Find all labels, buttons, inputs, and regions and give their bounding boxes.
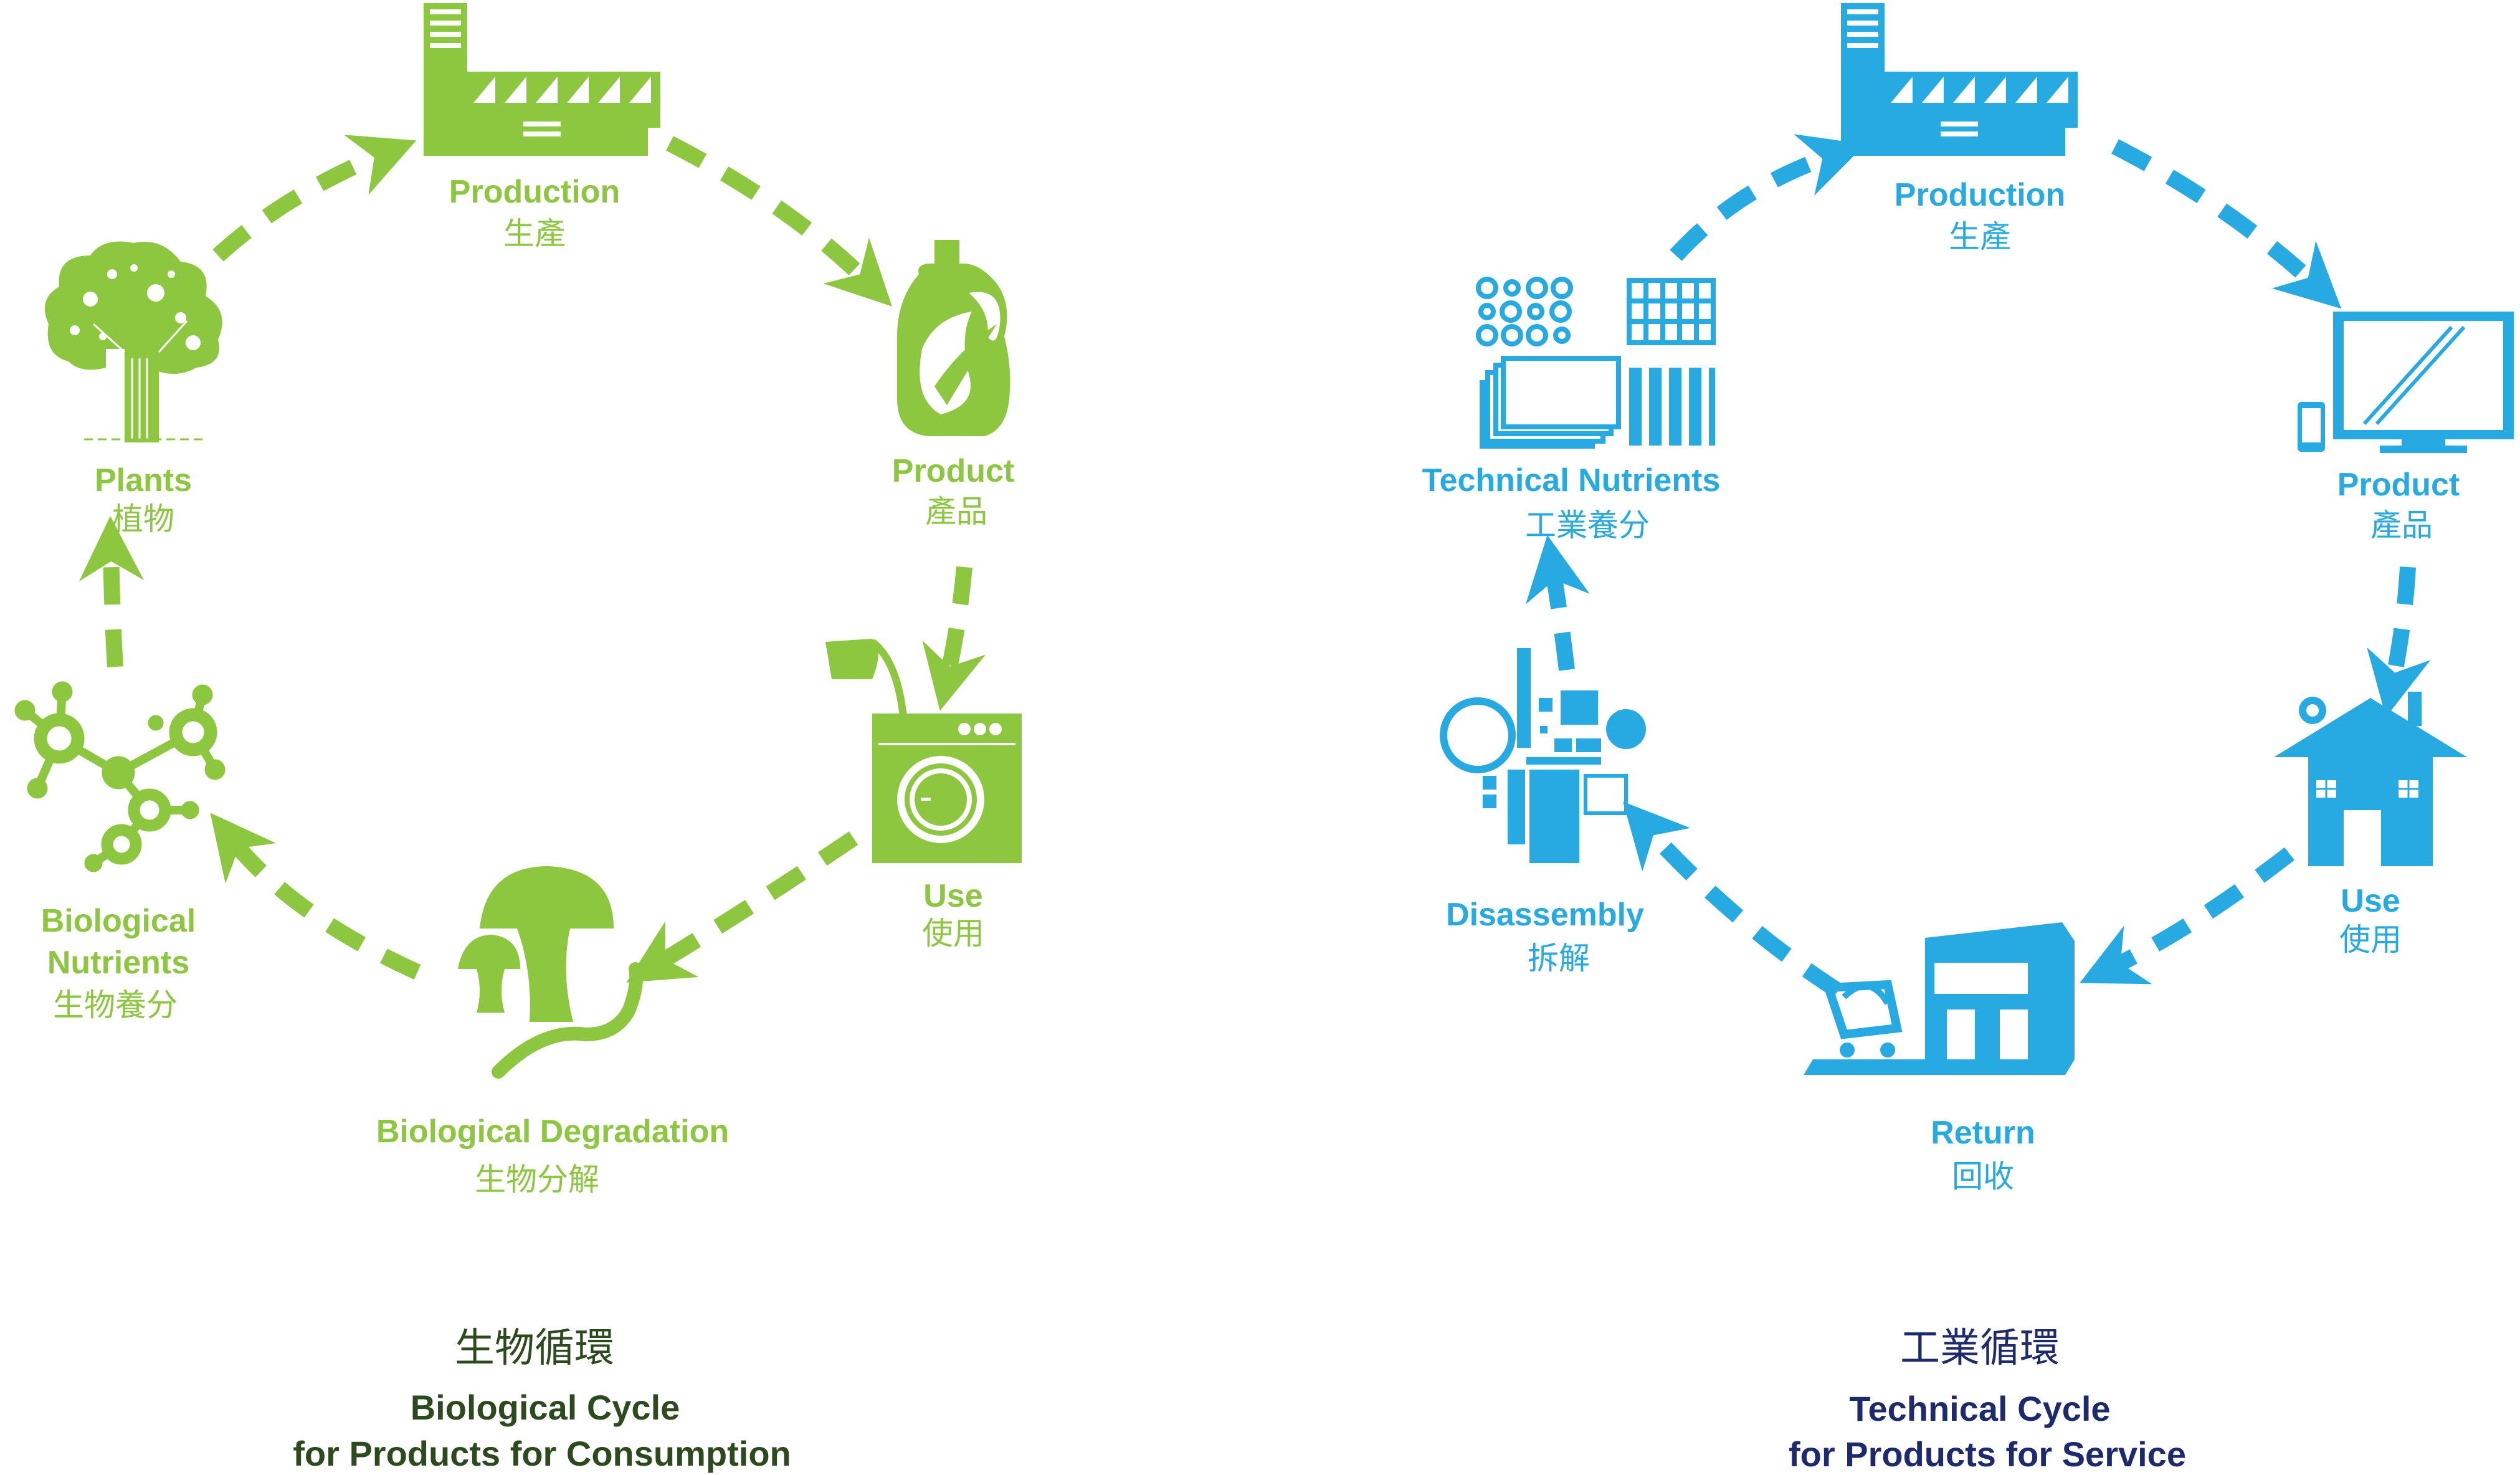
tech-return-label: Return [1931,1115,2035,1151]
tech-caption-en-1: Technical Cycle [1849,1389,2110,1428]
bio-use-label: Use [923,878,982,914]
bottle-icon [897,240,1010,436]
bio-nutrients-label-zh: 生物養分 [53,988,178,1023]
tech-use-label: Use [2341,883,2400,919]
factory-icon [1841,3,2081,156]
arrow-nutrients-to-plants [78,516,144,667]
tech-caption-en-2: for Products for Service [1789,1434,2186,1474]
arrow-product-to-use [2367,566,2431,717]
washing-machine-icon [825,639,1022,863]
tech-nutrients-label: Technical Nutrients [1422,462,1721,499]
bio-plants-label-zh: 植物 [112,502,174,537]
bio-degradation-label: Biological Degradation [376,1114,729,1150]
bio-degradation-label-zh: 生物分解 [475,1162,599,1197]
bio-production-label: Production [449,174,620,210]
bio-nutrients-label-1: Biological [41,903,196,939]
store-cart-icon [1804,922,2075,1075]
mushroom-worm-icon [458,866,644,1079]
tech-return-label-zh: 回收 [1952,1159,2014,1194]
tech-production-label: Production [1895,177,2065,213]
arrow-use-to-return [2080,847,2294,985]
tech-product-label: Product [2337,467,2460,503]
arrow-use-to-degradation [626,831,858,983]
materials-icon [1476,277,1716,449]
bio-caption-zh: 生物循環 [455,1325,614,1370]
parts-icon [1440,648,1646,863]
arrow-nutrients-to-production [1670,134,1866,261]
bio-production-label-zh: 生產 [503,216,566,251]
factory-icon [424,3,663,156]
tech-disassembly-label: Disassembly [1446,897,1644,933]
arrow-degradation-to-nutrients [210,813,421,980]
biological-cycle: Production 生產 Product 產品 Use [14,3,1022,1473]
bio-use-label-zh: 使用 [922,916,984,951]
arrow-return-to-disassembly [1623,801,1843,998]
bio-product-label-zh: 產品 [925,494,987,529]
tech-cycle-arrows [1526,134,2431,998]
tech-production-label-zh: 生產 [1949,219,2011,254]
house-icon [2274,692,2467,866]
arrow-disassembly-to-nutrients [1526,535,1590,671]
bio-nutrients-label-2: Nutrients [47,945,189,981]
tech-use-label-zh: 使用 [2339,922,2402,957]
technical-cycle: Production 生產 Product 產品 [1422,3,2514,1474]
arrow-plants-to-production [212,135,417,262]
arrow-production-to-product [666,136,892,307]
tech-caption-zh: 工業循環 [1900,1325,2060,1370]
bio-caption-en-2: for Products for Consumption [293,1434,791,1473]
molecule-icon [14,681,226,872]
bio-plants-label: Plants [95,462,192,499]
bio-product-label: Product [892,453,1014,489]
tree-icon [44,241,222,442]
arrow-product-to-use [922,566,986,711]
bio-caption-en-1: Biological Cycle [411,1388,680,1427]
arrow-production-to-product [2111,139,2342,309]
tech-nutrients-label-zh: 工業養分 [1525,508,1650,543]
monitor-phone-icon [2298,312,2514,453]
tech-disassembly-label-zh: 拆解 [1528,941,1590,976]
bio-cycle-arrows [78,135,986,983]
tech-product-label-zh: 產品 [2370,508,2433,543]
